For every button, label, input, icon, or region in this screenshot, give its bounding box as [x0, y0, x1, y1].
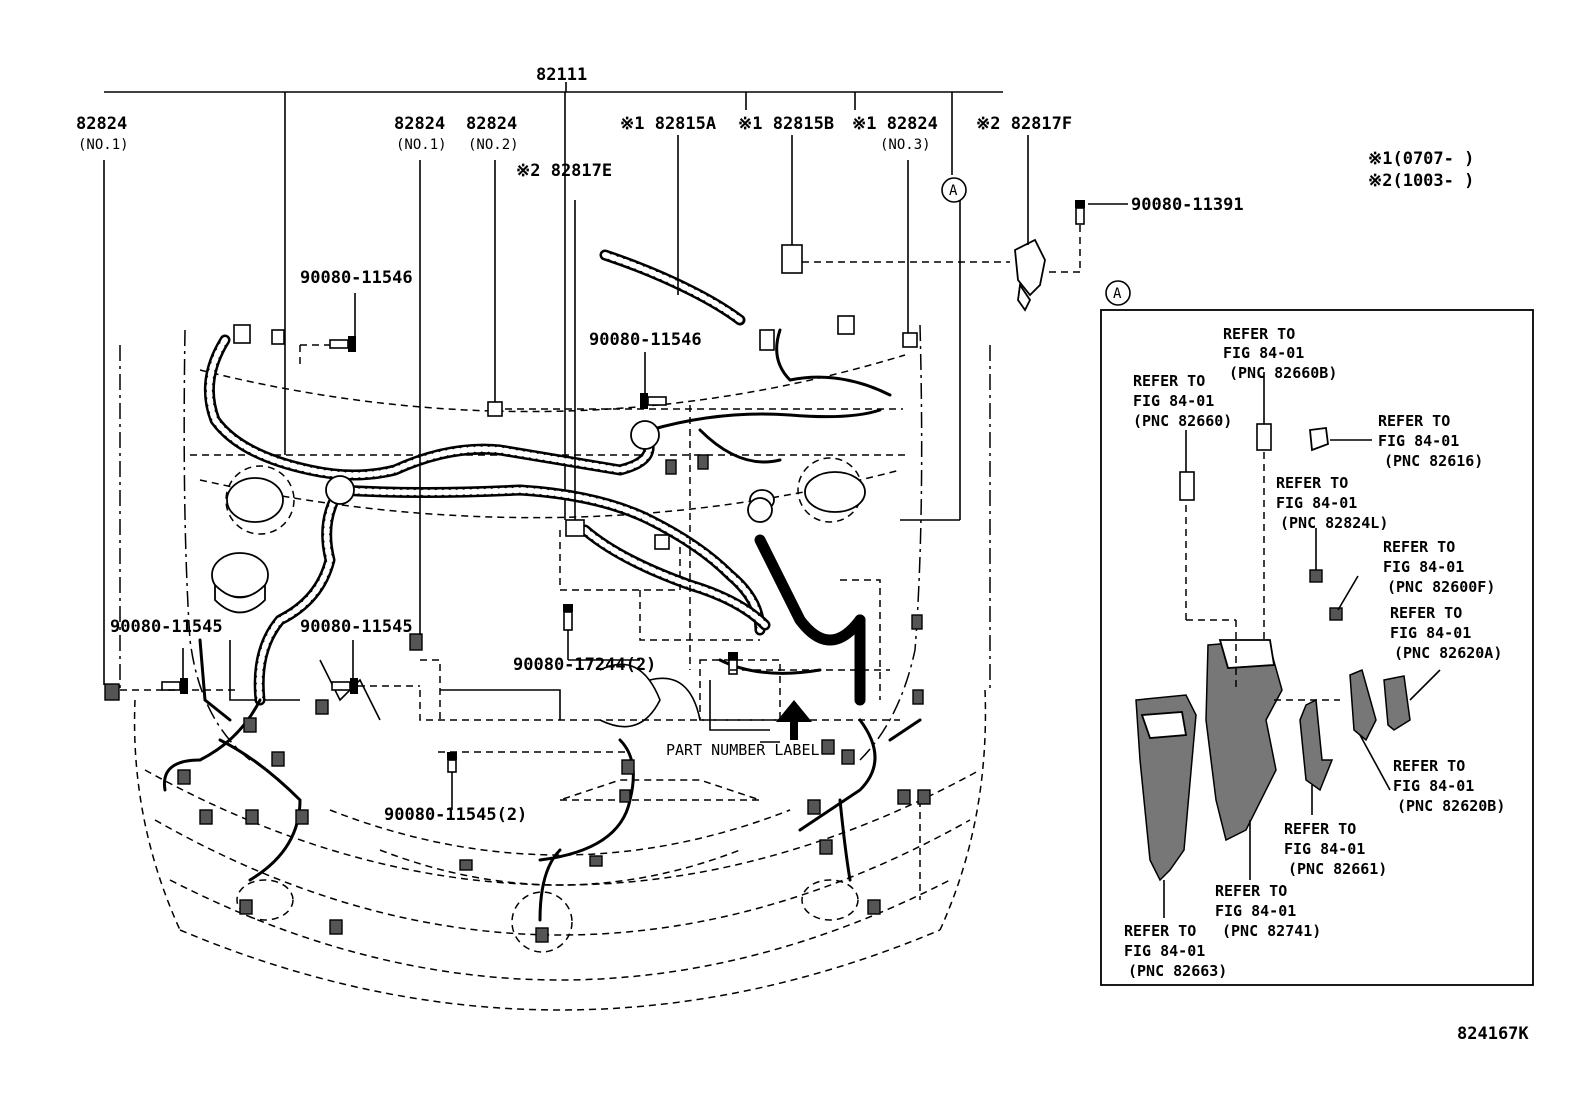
inset-frame — [1100, 309, 1534, 986]
label-82824-left: 82824 — [76, 114, 127, 134]
harness-connectors — [104, 238, 1046, 943]
label-82817e: ※2 82817E — [516, 161, 612, 181]
label-82815b: ※1 82815B — [738, 114, 834, 134]
label-82815a: ※1 82815A — [620, 114, 716, 134]
ref-82661-line1: REFER TO — [1284, 820, 1356, 838]
label-82824-no3: ※1 82824 — [852, 114, 938, 134]
ref-82616-line2: FIG 84-01 — [1378, 432, 1459, 450]
ref-82824l-line3: (PNC 82824L) — [1280, 514, 1388, 532]
label-90080-11545-mid: 90080-11545 — [300, 617, 413, 637]
note-1: ※1(0707- ) — [1368, 149, 1474, 169]
ref-82660b-line2: FIG 84-01 — [1223, 344, 1304, 362]
label-82824-left-sub: (NO.1) — [78, 137, 129, 153]
inset-a: A REFER TO FIG 84-01 (PNC 8266 — [1100, 280, 1534, 986]
ref-82616-line1: REFER TO — [1378, 412, 1450, 430]
ref-82660-line3: (PNC 82660) — [1133, 412, 1232, 430]
label-90080-11546-center: 90080-11546 — [589, 330, 702, 350]
bolts — [161, 200, 1085, 773]
label-90080-11545-left: 90080-11545 — [110, 617, 223, 637]
label-90080-17244: 90080-17244(2) — [513, 655, 656, 675]
vehicle-body-outline — [119, 324, 991, 1011]
ref-82620b-line2: FIG 84-01 — [1393, 777, 1474, 795]
ref-82663-line2: FIG 84-01 — [1124, 942, 1205, 960]
marker-a-label: A — [949, 183, 958, 199]
label-82824-no1: 82824 — [394, 114, 445, 134]
engine-room-harness — [162, 249, 922, 922]
ref-82824l-line2: FIG 84-01 — [1276, 494, 1357, 512]
ref-82741-line2: FIG 84-01 — [1215, 902, 1296, 920]
ref-82600f-line2: FIG 84-01 — [1383, 558, 1464, 576]
ref-82660b-line1: REFER TO — [1223, 325, 1295, 343]
part-labels: 82111 82824 (NO.1) 82824 (NO.1) 82824 (N… — [76, 65, 1529, 1044]
ref-82663-line3: (PNC 82663) — [1128, 962, 1227, 980]
ref-82741-line3: (PNC 82741) — [1222, 922, 1321, 940]
ref-82824l-line1: REFER TO — [1276, 474, 1348, 492]
note-2: ※2(1003- ) — [1368, 171, 1474, 191]
label-82824-no3-sub: (NO.3) — [880, 137, 931, 153]
label-82824-no2: 82824 — [466, 114, 517, 134]
inset-marker-label: A — [1113, 286, 1122, 302]
part-number-label-arrow — [760, 700, 812, 743]
inset-marker-circle — [1105, 280, 1131, 306]
ref-82663-line1: REFER TO — [1124, 922, 1196, 940]
ref-82620a-line1: REFER TO — [1390, 604, 1462, 622]
figure-code: 824167K — [1457, 1024, 1529, 1044]
label-part-number-label: PART NUMBER LABEL — [666, 741, 820, 759]
label-90080-11545-bottom: 90080-11545(2) — [384, 805, 527, 825]
ref-82620b-line1: REFER TO — [1393, 757, 1465, 775]
ref-82616-line3: (PNC 82616) — [1384, 452, 1483, 470]
main-harness-bracket — [104, 82, 1003, 520]
label-90080-11546-left: 90080-11546 — [300, 268, 413, 288]
ref-82600f-line3: (PNC 82600F) — [1387, 578, 1495, 596]
ref-82741-line1: REFER TO — [1215, 882, 1287, 900]
ref-82661-line3: (PNC 82661) — [1288, 860, 1387, 878]
leader-lines — [103, 135, 1128, 810]
ref-82600f-line1: REFER TO — [1383, 538, 1455, 556]
ref-82620a-line2: FIG 84-01 — [1390, 624, 1471, 642]
label-82824-no1-sub: (NO.1) — [396, 137, 447, 153]
ref-82620b-line3: (PNC 82620B) — [1397, 797, 1505, 815]
label-90080-11391: 90080-11391 — [1131, 195, 1244, 215]
ref-82660-line2: FIG 84-01 — [1133, 392, 1214, 410]
label-82111: 82111 — [536, 65, 587, 85]
ref-82661-line2: FIG 84-01 — [1284, 840, 1365, 858]
ref-82660-line1: REFER TO — [1133, 372, 1205, 390]
ref-82620a-line3: (PNC 82620A) — [1394, 644, 1502, 662]
marker-a-circle — [941, 177, 967, 203]
label-82824-no2-sub: (NO.2) — [468, 137, 519, 153]
label-82817f: ※2 82817F — [976, 114, 1072, 134]
ref-82660b-line3: (PNC 82660B) — [1229, 364, 1337, 382]
